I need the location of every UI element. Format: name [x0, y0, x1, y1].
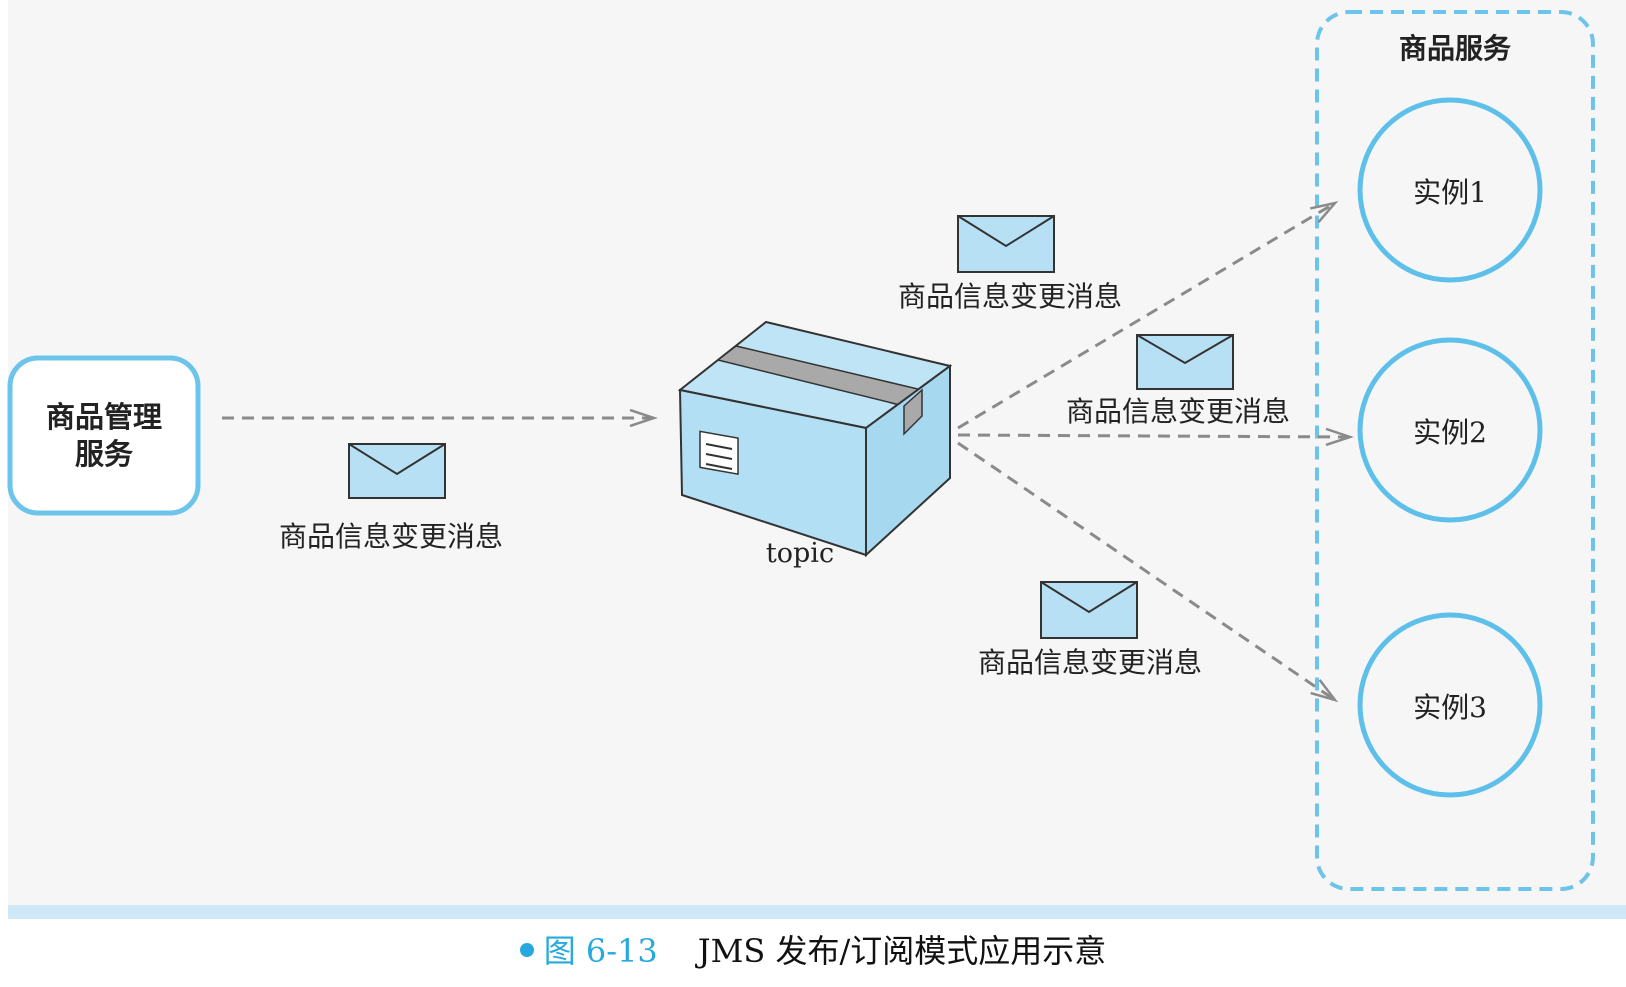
management-service-label-line1: 商品管理	[46, 400, 162, 434]
arrow-to-instance-1	[957, 200, 1339, 430]
message-label-to-topic: 商品信息变更消息	[279, 520, 503, 553]
instance-1-label: 实例1	[1413, 176, 1487, 209]
caption-bullet-icon	[519, 942, 534, 957]
envelope-icon-to-topic	[348, 443, 446, 499]
instance-3-node: 实例3	[1357, 612, 1543, 798]
instance-2-label: 实例2	[1413, 416, 1487, 449]
message-label-to-instance-1: 商品信息变更消息	[898, 280, 1122, 313]
instance-1-node: 实例1	[1357, 97, 1543, 283]
instance-3-label: 实例3	[1413, 691, 1487, 724]
message-label-to-instance-3: 商品信息变更消息	[978, 646, 1202, 679]
management-service-label-line2: 服务	[75, 437, 133, 471]
envelope-icon-to-instance-2	[1136, 334, 1234, 390]
instance-2-node: 实例2	[1357, 337, 1543, 523]
figure-title: JMS 发布/订阅模式应用示意	[697, 932, 1107, 970]
topic-box-icon	[677, 320, 953, 558]
message-label-to-instance-2: 商品信息变更消息	[1066, 395, 1290, 428]
figure-caption: 图 6-13 JMS 发布/订阅模式应用示意	[0, 926, 1626, 976]
service-group-title: 商品服务	[1399, 32, 1511, 65]
bottom-border-strip	[8, 905, 1626, 919]
service-group-box	[1315, 10, 1595, 891]
envelope-icon-to-instance-1	[957, 215, 1055, 273]
envelope-icon-to-instance-3	[1040, 581, 1138, 639]
topic-label: topic	[766, 538, 834, 569]
management-service-node: 商品管理 服务	[7, 355, 201, 516]
arrow-to-instance-3	[957, 441, 1339, 703]
figure-number: 图 6-13	[543, 932, 658, 970]
arrow-to-instance-2	[957, 427, 1354, 447]
